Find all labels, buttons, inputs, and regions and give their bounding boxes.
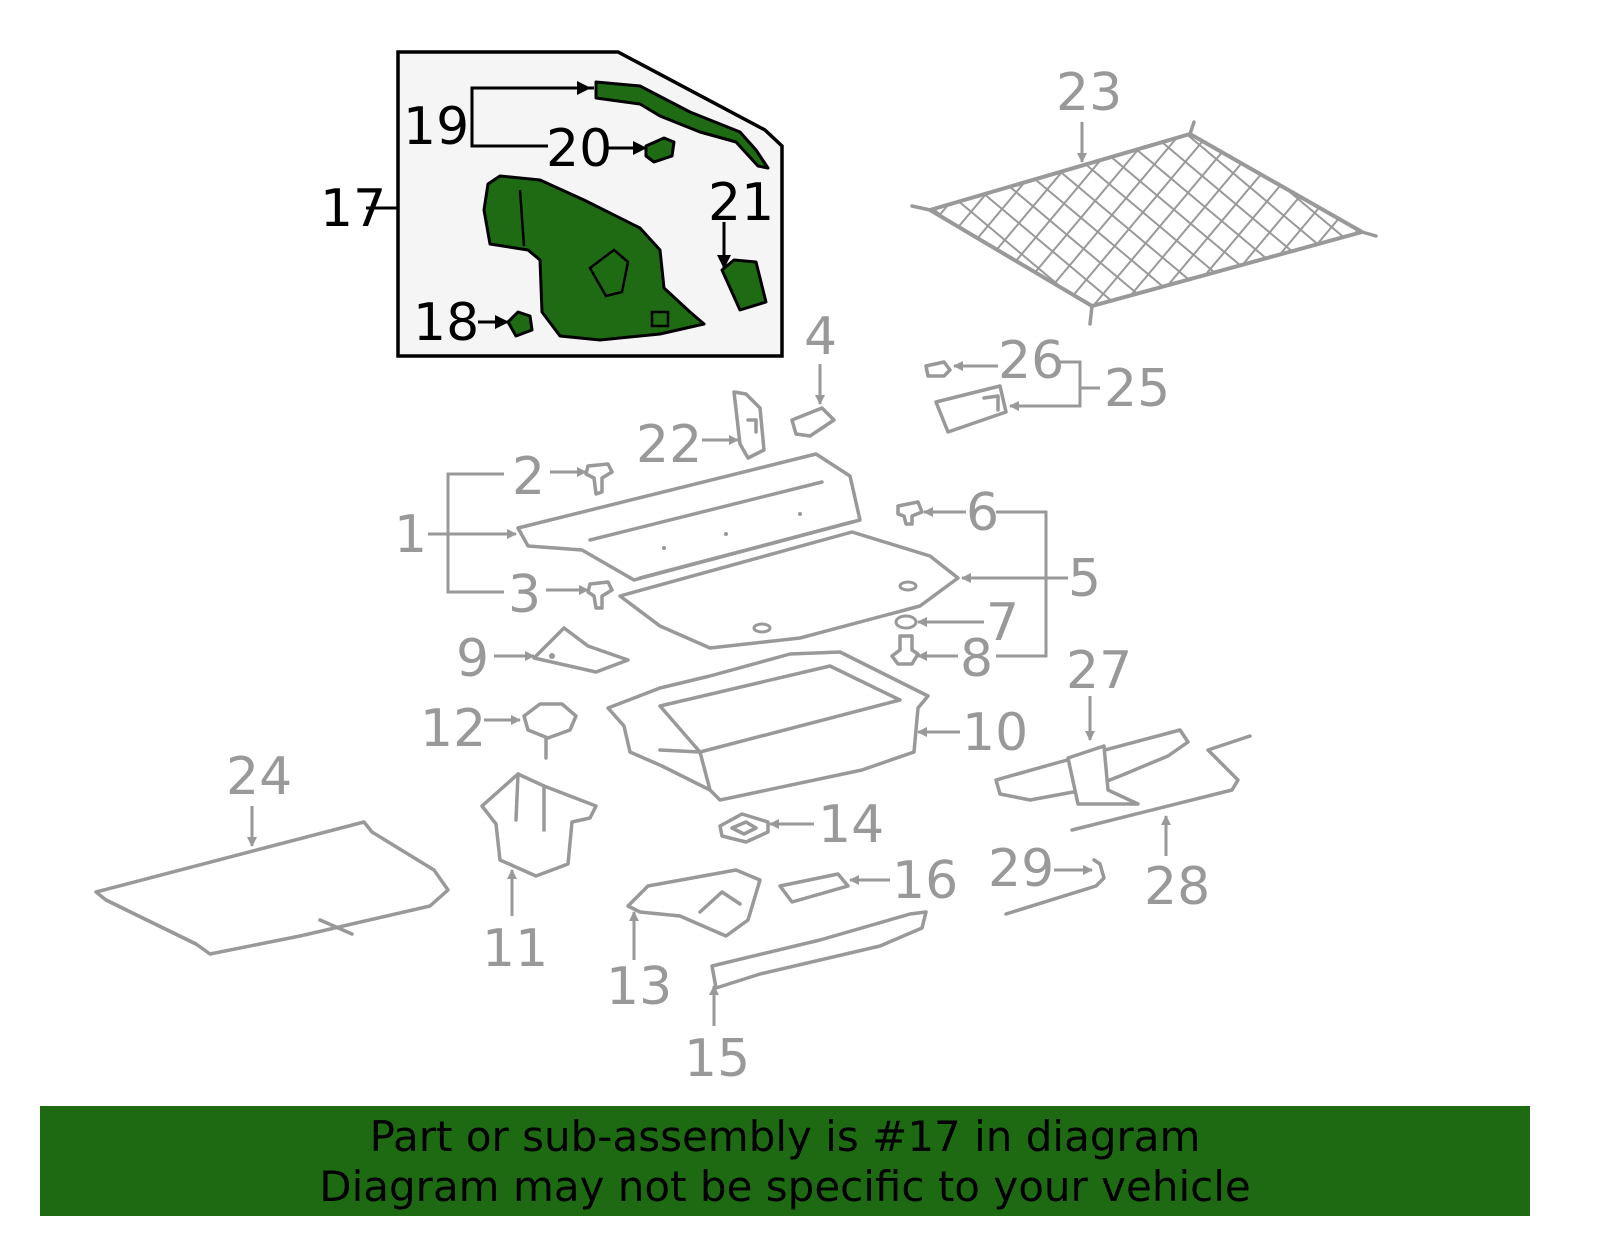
callout-14: 14 bbox=[818, 795, 884, 855]
part-13-holder bbox=[626, 868, 762, 938]
part-26-bulb bbox=[924, 360, 952, 378]
part-20-clip bbox=[644, 136, 676, 164]
part-14-hook bbox=[718, 812, 770, 844]
info-banner: Part or sub-assembly is #17 in diagram D… bbox=[40, 1106, 1530, 1216]
callout-6: 6 bbox=[966, 483, 999, 543]
part-27-jack bbox=[994, 728, 1190, 806]
part-4-clip bbox=[790, 406, 836, 438]
part-2-clip bbox=[584, 462, 614, 496]
callout-23: 23 bbox=[1056, 63, 1122, 123]
callout-20: 20 bbox=[546, 119, 612, 179]
callout-13: 13 bbox=[606, 957, 672, 1017]
part-9-cover bbox=[532, 626, 630, 674]
callout-29: 29 bbox=[988, 839, 1054, 899]
callout-16: 16 bbox=[892, 851, 958, 911]
callout-3: 3 bbox=[508, 565, 541, 625]
part-11-box bbox=[480, 772, 598, 878]
callout-11: 11 bbox=[482, 919, 548, 979]
banner-line-1: Part or sub-assembly is #17 in diagram bbox=[369, 1112, 1201, 1161]
callout-2: 2 bbox=[512, 447, 545, 507]
bracket-25 bbox=[1009, 360, 1082, 411]
part-8-bolt bbox=[890, 634, 920, 666]
part-24-tonneau-cover bbox=[94, 820, 450, 956]
callout-26: 26 bbox=[998, 331, 1064, 391]
part-15-sill-plate bbox=[710, 910, 928, 990]
part-1-deck-board bbox=[516, 452, 862, 582]
part-23-cargo-net bbox=[910, 120, 1378, 326]
part-18-clip bbox=[506, 310, 534, 338]
callout-9: 9 bbox=[456, 629, 489, 689]
callout-17: 17 bbox=[320, 179, 386, 239]
part-10-tray bbox=[606, 650, 930, 802]
part-5-floor-board bbox=[618, 530, 960, 650]
part-25-lamp bbox=[934, 384, 1008, 434]
part-17-trim-panel bbox=[482, 174, 706, 342]
part-6-clip bbox=[896, 500, 924, 526]
part-21-cover bbox=[720, 258, 768, 312]
part-22-bracket bbox=[732, 390, 766, 460]
callout-24: 24 bbox=[226, 747, 292, 807]
part-7-washer bbox=[894, 614, 918, 630]
callout-8: 8 bbox=[960, 629, 993, 689]
callout-21: 21 bbox=[708, 173, 774, 233]
callout-15: 15 bbox=[684, 1029, 750, 1089]
part-19-rail bbox=[594, 80, 770, 170]
callout-1: 1 bbox=[394, 505, 427, 565]
callout-5: 5 bbox=[1068, 549, 1101, 609]
callout-27: 27 bbox=[1066, 641, 1132, 701]
callout-10: 10 bbox=[962, 703, 1028, 763]
bracket-5 bbox=[996, 510, 1048, 658]
callout-12: 12 bbox=[420, 699, 486, 759]
callout-28: 28 bbox=[1144, 857, 1210, 917]
part-12-knob bbox=[522, 702, 578, 760]
part-3-clip bbox=[586, 580, 614, 610]
part-16-pad bbox=[778, 872, 850, 904]
callout-25: 25 bbox=[1104, 359, 1170, 419]
callout-4: 4 bbox=[804, 307, 837, 367]
part-29-wrench bbox=[1004, 858, 1106, 916]
callout-22: 22 bbox=[636, 415, 702, 475]
callout-7: 7 bbox=[986, 593, 1019, 653]
banner-line-2: Diagram may not be specific to your vehi… bbox=[319, 1162, 1251, 1211]
callout-18: 18 bbox=[413, 293, 479, 353]
part-28-handle bbox=[1070, 734, 1252, 832]
callout-19: 19 bbox=[403, 97, 469, 157]
